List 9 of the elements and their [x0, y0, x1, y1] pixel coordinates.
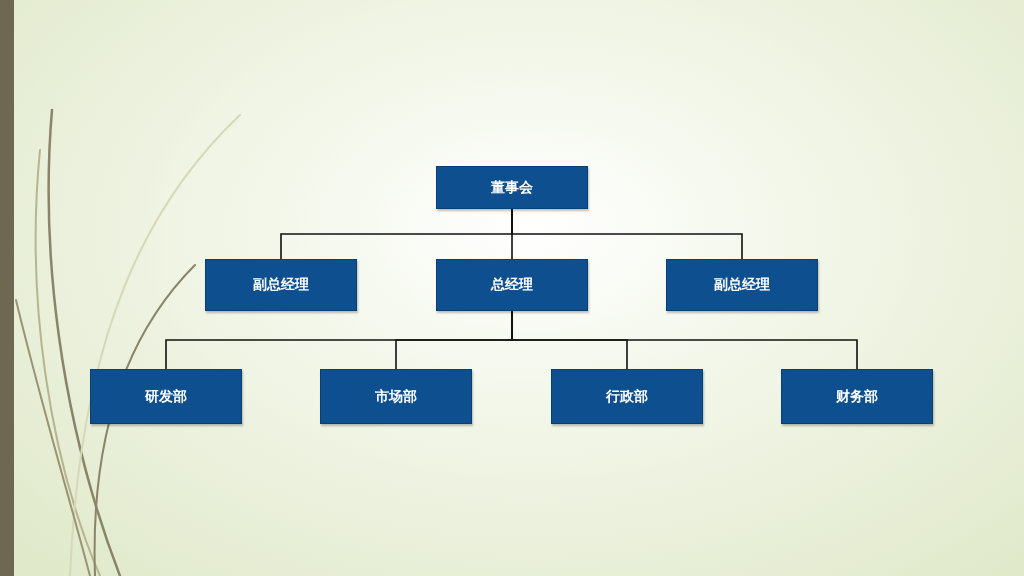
- connector-line: [511, 208, 743, 260]
- org-box: 总经理: [436, 259, 588, 311]
- org-box: 市场部: [320, 369, 472, 424]
- org-box: 副总经理: [666, 259, 818, 311]
- org-box: 行政部: [551, 369, 703, 424]
- org-box: 副总经理: [205, 259, 357, 311]
- org-box: 财务部: [781, 369, 933, 424]
- org-box: 研发部: [90, 369, 242, 424]
- org-box: 董事会: [436, 166, 588, 209]
